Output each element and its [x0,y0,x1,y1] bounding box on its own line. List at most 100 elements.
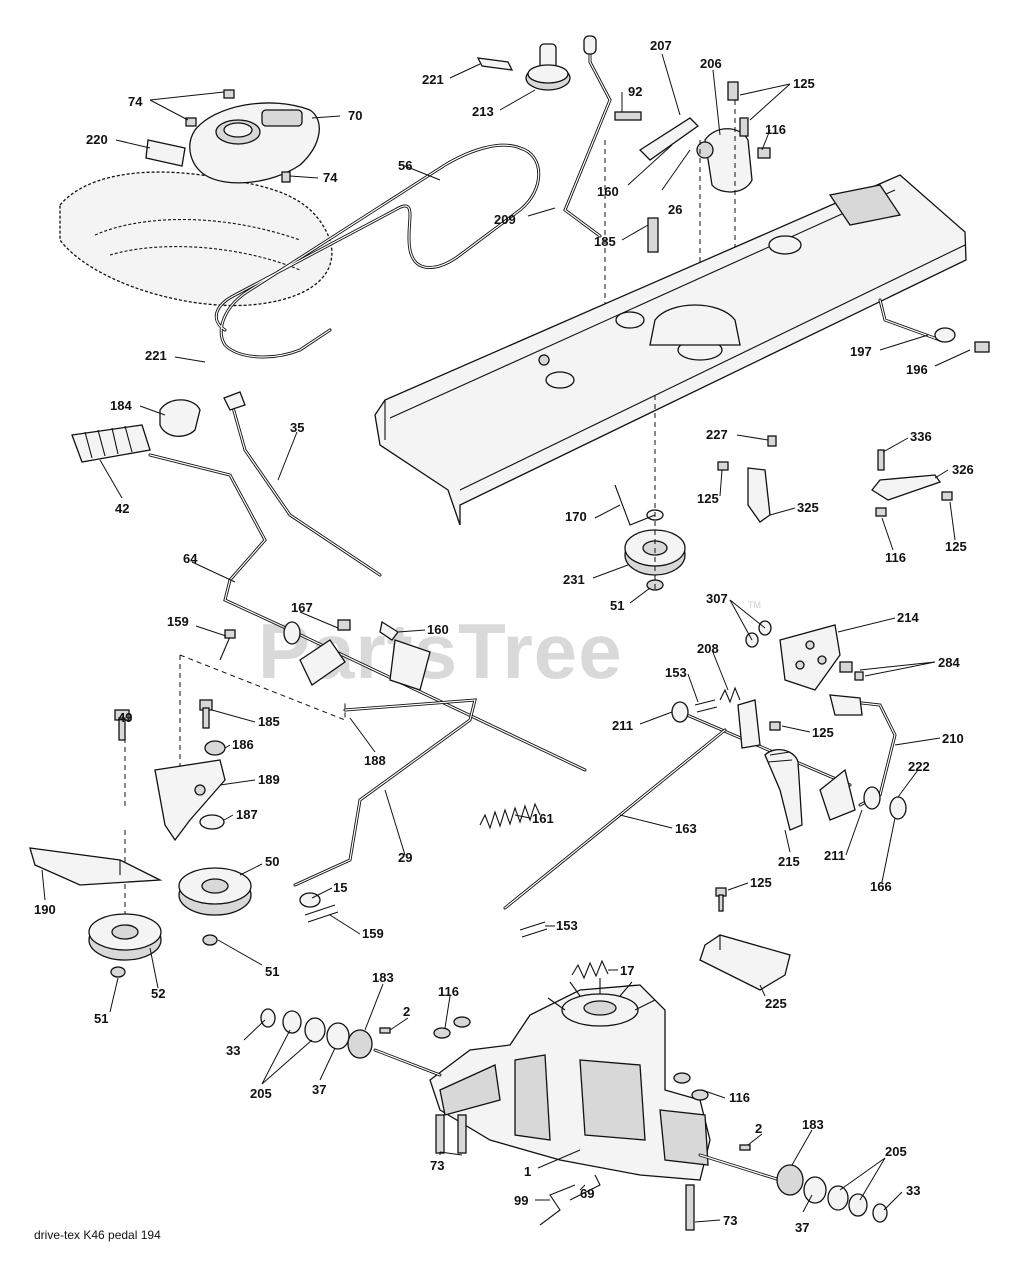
callout-170: 170 [565,509,587,524]
callout-51: 51 [265,964,279,979]
callout-185: 185 [258,714,280,729]
callout-205: 205 [250,1086,272,1101]
guide-line-188 [179,654,346,721]
callout-159: 159 [167,614,189,629]
callout-208: 208 [697,641,719,656]
callout-211: 211 [612,718,633,733]
lever-64 [148,453,292,632]
bracket-325 [717,435,777,523]
drive-belt [214,143,541,359]
callout-325: 325 [797,500,819,515]
callout-125: 125 [750,875,772,890]
callout-207: 207 [650,38,672,53]
callout-125: 125 [945,539,967,554]
grip-42 [71,424,151,463]
callout-99: 99 [514,1193,528,1208]
callout-116: 116 [438,984,459,999]
callout-2: 2 [755,1121,762,1136]
callout-188: 188 [364,753,386,768]
callout-74: 74 [128,94,143,109]
callout-52: 52 [151,986,165,1001]
key-2-right [739,1144,751,1151]
callout-15: 15 [333,880,347,895]
rod-99-69 [539,1174,601,1226]
clip-15-159 [299,892,339,923]
callout-206: 206 [700,56,722,71]
callout-167: 167 [291,600,313,615]
callout-185: 185 [594,234,616,249]
hubs-116 [433,1016,709,1101]
callout-35: 35 [290,420,304,435]
callout-189: 189 [258,772,280,787]
console-cover [189,102,320,184]
clip-284 [839,661,864,681]
callout-116: 116 [729,1090,750,1105]
key-2-left [379,1027,391,1034]
callout-187: 187 [236,807,258,822]
callout-336: 336 [910,429,932,444]
callout-159: 159 [362,926,384,941]
callout-92: 92 [628,84,642,99]
bolts-125-top [727,81,771,159]
bolts-73 [435,1114,695,1231]
callout-205: 205 [885,1144,907,1159]
callout-196: 196 [906,362,928,377]
callout-51: 51 [94,1011,108,1026]
callout-26: 26 [668,202,682,217]
pedal-215 [764,749,803,831]
clip-153-low [519,921,548,938]
watermark-trademark: TM [748,600,761,610]
clip-221 [476,57,514,71]
rod-35 [223,391,382,577]
spring-208 [719,686,741,704]
pedal-pad-214 [779,624,841,691]
callout-116: 116 [885,550,906,565]
main-frame [374,174,967,526]
callout-74: 74 [323,170,338,185]
callout-307: 307 [706,591,728,606]
spring-17 [571,959,609,980]
callout-73: 73 [430,1158,444,1173]
washer-187 [199,814,225,830]
bolt-125-low [715,887,727,912]
bolt-159-top [219,629,236,661]
bracket-207 [614,111,700,161]
callout-49: 49 [118,710,132,725]
rod-163 [503,728,727,910]
callout-37: 37 [312,1082,326,1097]
callout-42: 42 [115,501,129,516]
right-washers [776,1164,888,1223]
callout-161: 161 [532,811,554,826]
callout-64: 64 [183,551,198,566]
callout-153: 153 [665,665,687,680]
callout-221: 221 [422,72,444,87]
spring-161 [479,802,541,830]
callout-163: 163 [675,821,697,836]
callout-labels: 221 213 207 206 125 92 74 70 116 220 56 … [34,38,974,1235]
bracket-189 [154,759,226,842]
bracket-225 [699,934,791,991]
callout-160: 160 [427,622,449,637]
callout-125: 125 [697,491,719,506]
callout-214: 214 [897,610,919,625]
washers-307 [745,620,772,648]
callout-197: 197 [850,344,872,359]
transaxle-1 [429,978,711,1181]
callout-37: 37 [795,1220,809,1235]
pulley-50 [178,867,252,916]
callout-29: 29 [398,850,412,865]
callout-220: 220 [86,132,108,147]
bolt-185-mid [199,699,213,729]
callout-190: 190 [34,902,56,917]
callout-125: 125 [793,76,815,91]
callout-153: 153 [556,918,578,933]
callout-222: 222 [908,759,930,774]
callout-326: 326 [952,462,974,477]
callout-210: 210 [942,731,964,746]
axle-right [698,1153,782,1182]
callout-2: 2 [403,1004,410,1019]
lift-lever-209 [563,35,612,238]
diagram-code: drive-tex K46 pedal 194 [34,1228,161,1242]
callout-51: 51 [610,598,624,613]
callout-160: 160 [597,184,619,199]
